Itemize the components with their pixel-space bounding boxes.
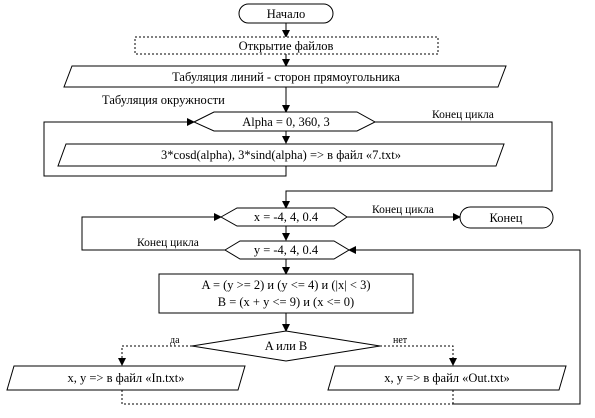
- end-loop-y-label: Конец цикла: [137, 237, 199, 249]
- end-loop-alpha-label: Конец цикла: [432, 109, 494, 121]
- loop-back-y: [348, 246, 581, 405]
- write-out-io: x, y => в файл «Out.txt»: [327, 365, 567, 391]
- tab-circle-label: Табуляция окружности: [102, 93, 225, 107]
- branch-no: [380, 345, 457, 366]
- write-7-io: 3*cosd(alpha), 3*sind(alpha) => в файл «…: [57, 143, 505, 167]
- write-7-label: 3*cosd(alpha), 3*sind(alpha) => в файл «…: [161, 148, 401, 162]
- arrow-end-alpha-loop: [282, 121, 553, 209]
- end-loop-x-label: Конец цикла: [372, 204, 434, 216]
- end-terminal: Конец: [459, 206, 554, 229]
- write-in-io: x, y => в файл «In.txt»: [6, 365, 246, 391]
- start-label: Начало: [267, 7, 306, 21]
- loop-y-label: y = -4, 4, 0.4: [254, 243, 319, 257]
- loop-alpha: Alpha = 0, 360, 3: [192, 111, 377, 132]
- write-out-label: x, y => в файл «Out.txt»: [384, 371, 509, 385]
- connectors: [43, 23, 581, 405]
- open-files-label: Открытие файлов: [239, 39, 334, 53]
- start-terminal: Начало: [238, 3, 334, 24]
- no-label: нет: [393, 335, 408, 346]
- loop-back-alpha: [43, 118, 287, 177]
- cond-b-label: B = (x + y <= 9) и (x <= 0): [218, 295, 354, 309]
- loop-y: y = -4, 4, 0.4: [224, 240, 350, 260]
- yes-label: да: [170, 335, 180, 346]
- tab-lines-label: Табуляция линий - сторон прямоугольника: [172, 70, 400, 84]
- decision-a-or-b: A или B: [191, 330, 381, 362]
- decision-label: A или B: [265, 339, 308, 353]
- loop-alpha-label: Alpha = 0, 360, 3: [242, 115, 330, 129]
- cond-a-label: A = (y >= 2) и (y <= 4) и (|x| < 3): [202, 278, 371, 292]
- branch-yes: [118, 345, 192, 366]
- open-files-process: Открытие файлов: [134, 36, 439, 55]
- write-in-label: x, y => в файл «In.txt»: [67, 371, 184, 385]
- loop-x: x = -4, 4, 0.4: [219, 207, 348, 227]
- merge-left: [121, 390, 453, 405]
- tab-lines-io: Табуляция линий - сторон прямоугольника: [63, 65, 507, 88]
- loop-x-label: x = -4, 4, 0.4: [254, 210, 319, 224]
- conditions-process: A = (y >= 2) и (y <= 4) и (|x| < 3) B = …: [158, 273, 414, 314]
- arrow-end-y-loop: [81, 213, 225, 251]
- end-label: Конец: [490, 211, 523, 225]
